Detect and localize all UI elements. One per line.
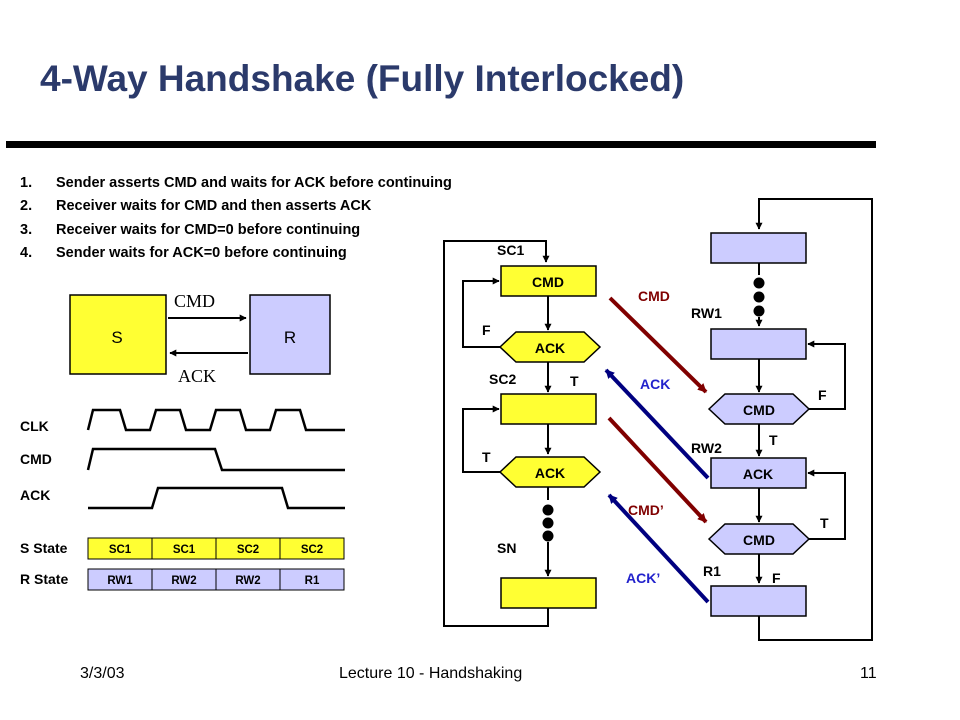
sender-block bbox=[69, 294, 167, 375]
step-item: 2. Receiver waits for CMD and then assert… bbox=[20, 195, 452, 218]
receiver-t-label: T bbox=[769, 432, 778, 448]
rw1-box bbox=[710, 328, 807, 360]
ack-link-label: ACK bbox=[640, 376, 670, 392]
step-text: Receiver waits for CMD and then asserts … bbox=[56, 198, 372, 215]
receiver-false-loop bbox=[807, 340, 846, 410]
receiver-ack-box bbox=[710, 457, 807, 489]
block-diagram: S R CMD ACK bbox=[69, 291, 331, 386]
r1-label: R1 bbox=[703, 563, 721, 579]
receiver-top-box bbox=[710, 232, 807, 264]
receiver-return-loop bbox=[755, 198, 873, 641]
sender-cmd-box bbox=[500, 265, 597, 297]
ellipsis-dot bbox=[542, 517, 554, 529]
receiver-block bbox=[249, 294, 331, 375]
sender-ack2-decision bbox=[498, 456, 602, 488]
receiver-cmd-decision-label: CMD bbox=[743, 402, 775, 418]
ack-wire-label: ACK bbox=[178, 366, 216, 386]
sender-label: S bbox=[111, 328, 122, 347]
clk-waveform bbox=[86, 408, 345, 432]
handshake-links: CMD ACK CMD’ ACK’ bbox=[604, 288, 710, 604]
timing-diagram: CLK CMD ACK S State R State SC1 SC1 SC2 … bbox=[20, 408, 345, 591]
ack-waveform bbox=[88, 486, 345, 510]
sc2-box bbox=[500, 393, 597, 425]
footer-page-number: 11 bbox=[860, 665, 877, 682]
r-state-cell: RW2 bbox=[235, 575, 260, 587]
s-state-cell: SC2 bbox=[301, 544, 323, 556]
step-text: Receiver waits for CMD=0 before continui… bbox=[56, 221, 361, 238]
footer-date: 3/3/03 bbox=[80, 665, 125, 682]
sn-box bbox=[500, 577, 597, 609]
step-number: 1. bbox=[20, 175, 33, 191]
r-state-cell: RW2 bbox=[171, 575, 196, 587]
receiver-label: R bbox=[284, 328, 296, 347]
s-state-cell: SC2 bbox=[237, 544, 259, 556]
cmd-prime-link-label: CMD’ bbox=[628, 502, 664, 518]
sender-t2-label: T bbox=[482, 449, 491, 465]
r-state-label: R State bbox=[20, 571, 68, 587]
cmd-wire-label: CMD bbox=[174, 291, 215, 311]
sender-cmd-label: CMD bbox=[532, 274, 564, 290]
ellipsis-dot bbox=[753, 305, 765, 317]
sender-flowchart: SC1 CMD ACK F SC2 T ACK T SN bbox=[443, 240, 602, 627]
sender-true-loop bbox=[462, 405, 500, 473]
ack-prime-link-arrow bbox=[607, 493, 710, 604]
receiver-cmd2-decision-label: CMD bbox=[743, 532, 775, 548]
sn-label: SN bbox=[497, 540, 516, 556]
r-state-cell: R1 bbox=[305, 575, 320, 587]
receiver-f-label: F bbox=[818, 387, 827, 403]
step-text: Sender waits for ACK=0 before continuing bbox=[56, 244, 347, 261]
sender-return-loop bbox=[443, 240, 550, 627]
rw1-label: RW1 bbox=[691, 305, 722, 321]
title-rule bbox=[6, 141, 876, 148]
cmd-signal-label: CMD bbox=[20, 451, 52, 467]
ellipsis-dot bbox=[542, 530, 554, 542]
s-state-cell: SC1 bbox=[173, 544, 196, 556]
receiver-true-loop bbox=[807, 469, 846, 540]
receiver-t2-label: T bbox=[820, 515, 829, 531]
cmd-prime-link-arrow bbox=[607, 416, 708, 524]
receiver-ack-label: ACK bbox=[743, 466, 773, 482]
sender-t-label: T bbox=[570, 373, 579, 389]
sender-f-label: F bbox=[482, 322, 491, 338]
sender-ack2-decision-label: ACK bbox=[535, 465, 565, 481]
sc1-label: SC1 bbox=[497, 242, 524, 258]
cmd-link-label: CMD bbox=[638, 288, 670, 304]
sender-ack-decision bbox=[498, 331, 602, 363]
step-number: 3. bbox=[20, 221, 33, 238]
s-state-cell: SC1 bbox=[109, 544, 132, 556]
step-item: 3. Receiver waits for CMD=0 before contin… bbox=[20, 219, 452, 242]
ack-link-arrow bbox=[604, 368, 710, 480]
slide-title: 4-Way Handshake (Fully Interlocked) bbox=[40, 58, 685, 99]
cmd-link-arrow bbox=[608, 296, 708, 394]
r-state-cell: RW1 bbox=[107, 575, 133, 587]
r1-box bbox=[710, 585, 807, 617]
clk-signal-label: CLK bbox=[20, 418, 49, 434]
step-text: Sender asserts CMD and waits for ACK bef… bbox=[56, 175, 452, 191]
sender-ack-decision-label: ACK bbox=[535, 340, 565, 356]
receiver-flowchart: RW1 CMD F T RW2 ACK CMD T R1 F bbox=[691, 198, 873, 641]
s-state-label: S State bbox=[20, 540, 68, 556]
step-item: 1. Sender asserts CMD and waits for ACK b… bbox=[20, 172, 452, 195]
step-item: 4. Sender waits for ACK=0 before continui… bbox=[20, 242, 452, 265]
step-number: 2. bbox=[20, 198, 33, 215]
rw2-label: RW2 bbox=[691, 440, 722, 456]
ellipsis-dot bbox=[753, 277, 765, 289]
receiver-f2-label: F bbox=[772, 570, 781, 586]
ellipsis-dot bbox=[753, 291, 765, 303]
ack-signal-label: ACK bbox=[20, 487, 50, 503]
footer-title: Lecture 10 - Handshaking bbox=[339, 665, 523, 682]
cmd-waveform bbox=[86, 447, 345, 472]
steps-list: 1. Sender asserts CMD and waits for ACK b… bbox=[20, 172, 452, 265]
step-number: 4. bbox=[20, 244, 33, 261]
sc2-label: SC2 bbox=[489, 371, 516, 387]
sender-false-loop bbox=[462, 277, 500, 348]
ellipsis-dot bbox=[542, 504, 554, 516]
ack-prime-link-label: ACK’ bbox=[626, 570, 660, 586]
